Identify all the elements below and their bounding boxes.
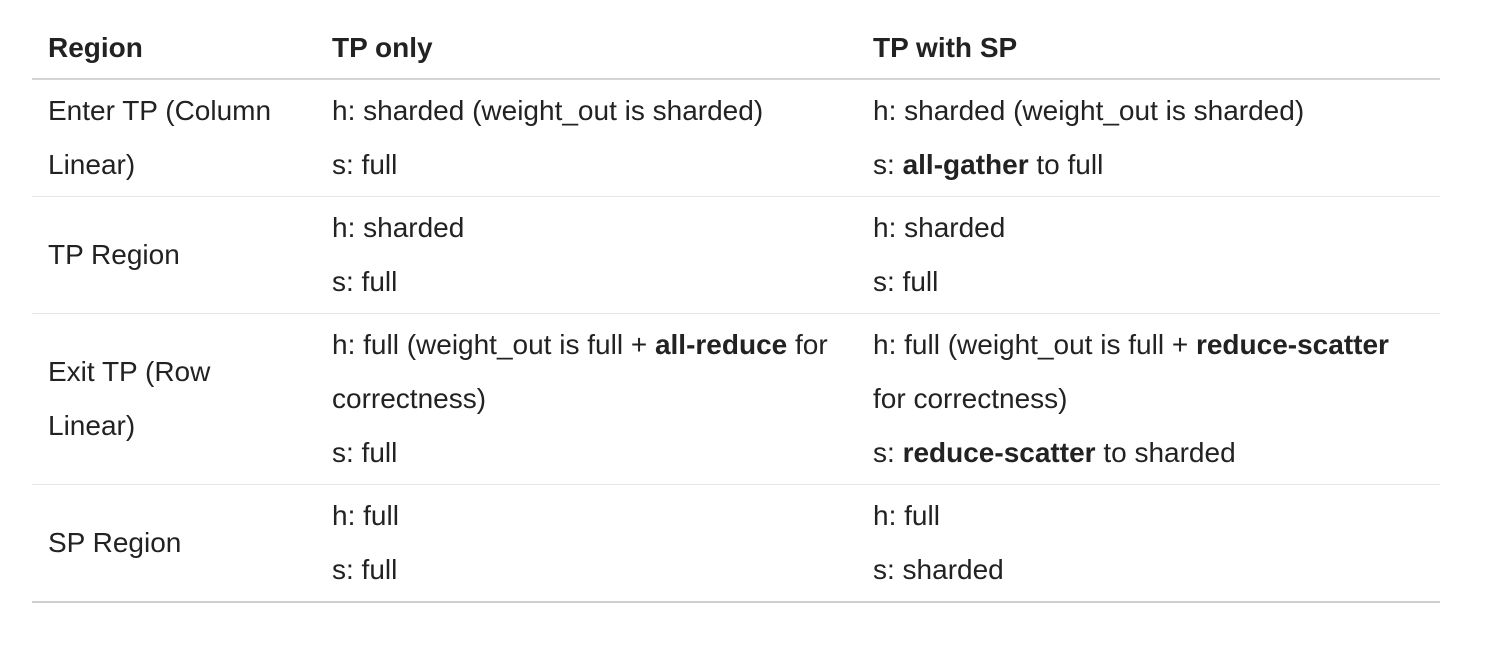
tp-only-cell: h: full (weight_out is full + all-reduce… [316, 313, 857, 485]
h-line: h: full [332, 489, 841, 543]
table-row: SP Region h: full s: full h: full s: sharded [32, 484, 1440, 603]
s-line: s: full [873, 255, 1424, 309]
text-segment: for correctness) [332, 329, 828, 414]
s-line: s: full [332, 138, 841, 192]
h-line: h: sharded [873, 201, 1424, 255]
comparison-table-container: Region TP only TP with SP Enter TP (Colu… [32, 18, 1440, 603]
header-tp-only: TP only [316, 18, 857, 80]
text-segment: h: sharded [332, 212, 465, 243]
text-segment: h: full (weight_out is full + [332, 329, 655, 360]
h-line: h: full (weight_out is full + all-reduce… [332, 318, 841, 426]
tp-with-sp-cell: h: sharded s: full [857, 196, 1440, 314]
text-segment: h: sharded (weight_out is sharded) [873, 95, 1305, 126]
region-cell: TP Region [32, 196, 316, 314]
s-line: s: all-gather to full [873, 138, 1424, 192]
header-region: Region [32, 18, 316, 80]
header-tp-with-sp: TP with SP [857, 18, 1440, 80]
s-line: s: full [332, 426, 841, 480]
text-segment: s: [873, 149, 903, 180]
text-segment: s: full [873, 266, 939, 297]
s-line: s: full [332, 255, 841, 309]
s-line: s: reduce-scatter to sharded [873, 426, 1424, 480]
text-segment: h: sharded [873, 212, 1006, 243]
text-segment: to full [1028, 149, 1104, 180]
s-line: s: sharded [873, 543, 1424, 597]
h-line: h: sharded (weight_out is sharded) [873, 84, 1424, 138]
text-segment: h: full [332, 500, 399, 531]
table-row: Exit TP (Row Linear)h: full (weight_out … [32, 313, 1440, 485]
region-cell: Exit TP (Row Linear) [32, 313, 316, 485]
bold-term: reduce-scatter [902, 437, 1096, 468]
text-segment: s: full [332, 266, 398, 297]
text-segment: s: sharded [873, 554, 1004, 585]
h-line: h: sharded [332, 201, 841, 255]
bold-term: reduce-scatter [1195, 329, 1389, 360]
s-line: s: full [332, 543, 841, 597]
text-segment: h: full (weight_out is full + [873, 329, 1196, 360]
text-segment: h: sharded (weight_out is sharded) [332, 95, 764, 126]
text-segment: s: full [332, 554, 398, 585]
region-cell: Enter TP (Column Linear) [32, 79, 316, 197]
table-row: Enter TP (Column Linear)h: sharded (weig… [32, 79, 1440, 197]
tp-with-sp-cell: h: full (weight_out is full + reduce-sca… [857, 313, 1440, 485]
text-segment: s: full [332, 437, 398, 468]
h-line: h: full [873, 489, 1424, 543]
table-body: Enter TP (Column Linear)h: sharded (weig… [32, 79, 1440, 603]
tp-only-cell: h: full s: full [316, 484, 857, 603]
text-segment: h: full [873, 500, 940, 531]
h-line: h: full (weight_out is full + reduce-sca… [873, 318, 1424, 426]
text-segment: to sharded [1095, 437, 1236, 468]
tp-only-cell: h: sharded (weight_out is sharded) s: ful… [316, 79, 857, 197]
region-cell: SP Region [32, 484, 316, 603]
table-header-row: Region TP only TP with SP [32, 18, 1440, 80]
text-segment: for correctness) [873, 383, 1068, 414]
text-segment: s: [873, 437, 903, 468]
tp-only-cell: h: sharded s: full [316, 196, 857, 314]
tp-with-sp-cell: h: full s: sharded [857, 484, 1440, 603]
bold-term: all-gather [902, 149, 1029, 180]
bold-term: all-reduce [654, 329, 788, 360]
tp-with-sp-cell: h: sharded (weight_out is sharded) s: all… [857, 79, 1440, 197]
comparison-table: Region TP only TP with SP Enter TP (Colu… [32, 18, 1440, 603]
h-line: h: sharded (weight_out is sharded) [332, 84, 841, 138]
text-segment: s: full [332, 149, 398, 180]
table-row: TP Region h: sharded s: full h: sharded s: f… [32, 196, 1440, 314]
